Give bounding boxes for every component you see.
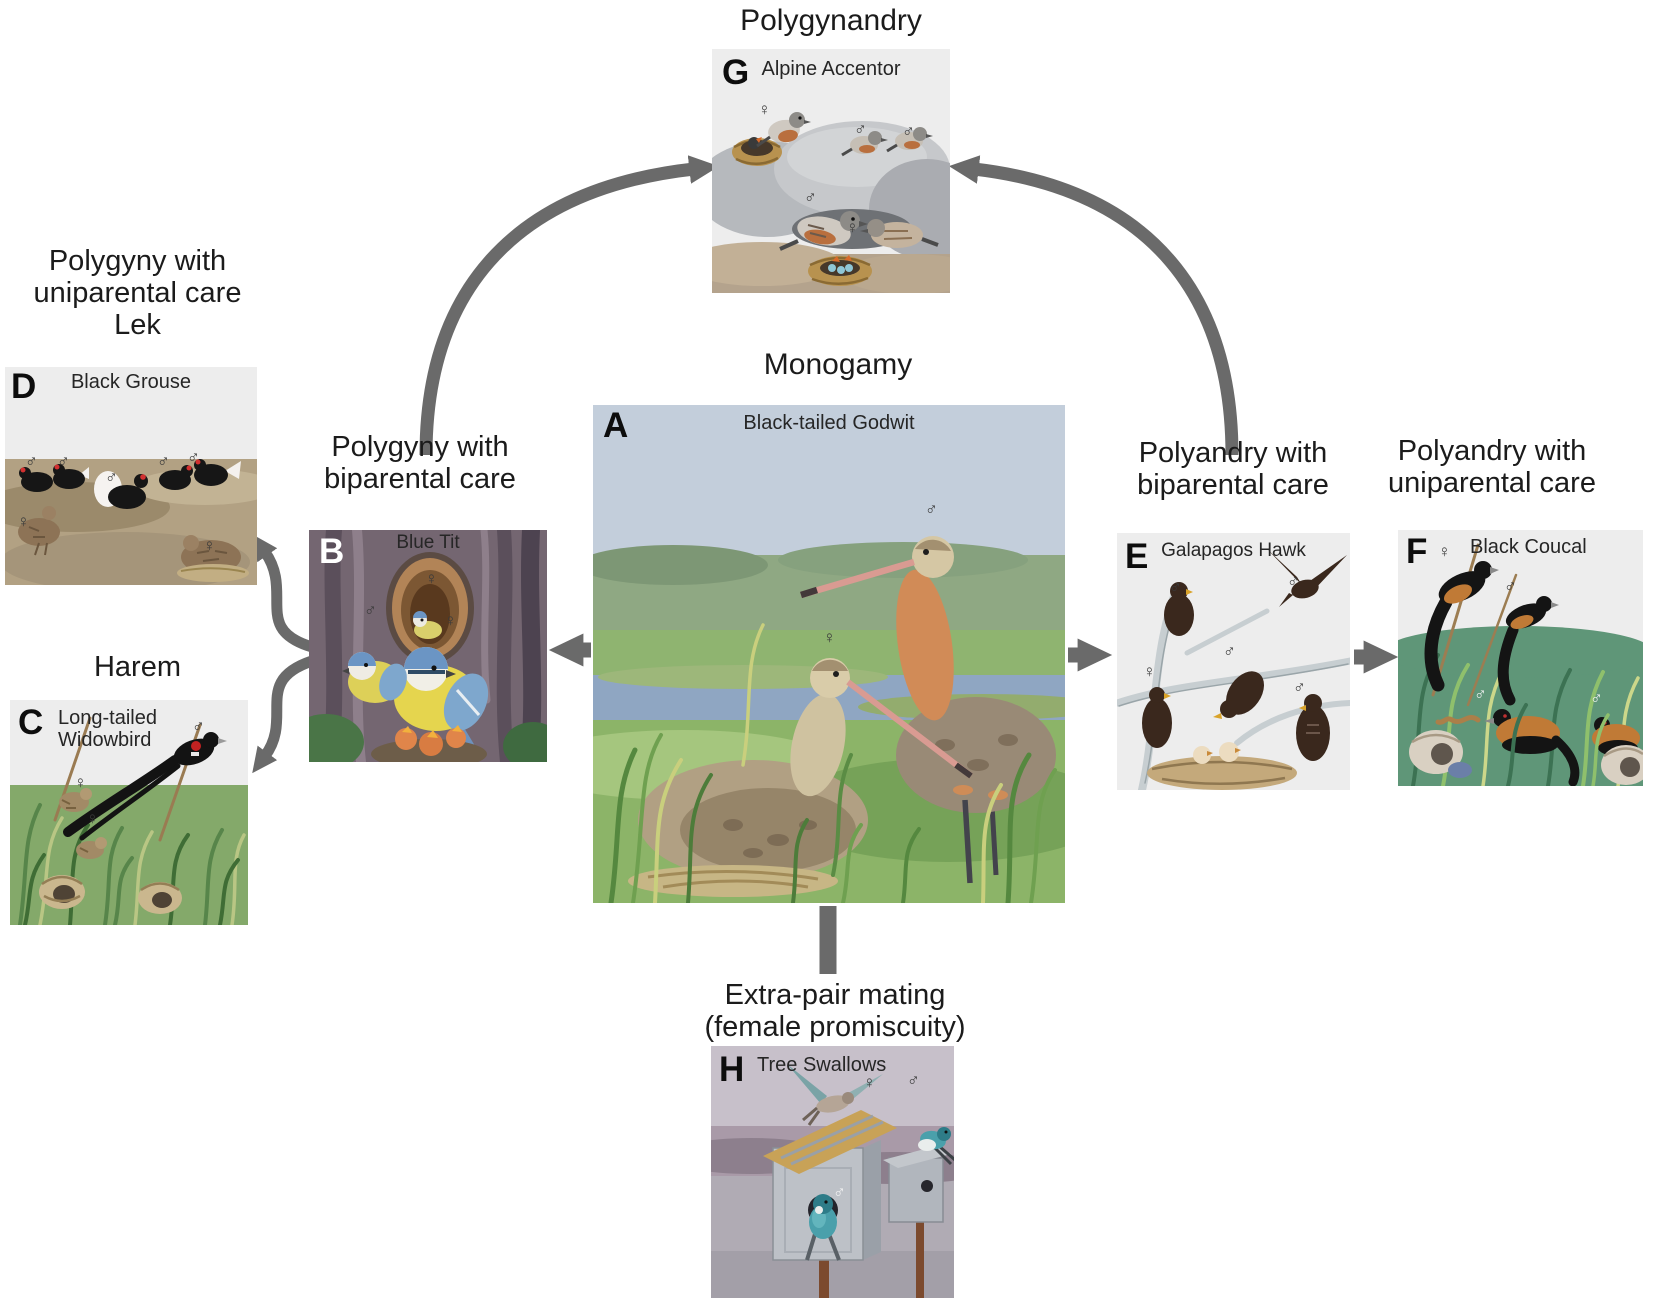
panel-a-monogamy: A Black-tailed Godwit ♂ ♀ (593, 405, 1065, 903)
male-symbol: ♂ (925, 500, 938, 519)
female-symbol: ♀ (17, 512, 30, 531)
male-symbol: ♂ (105, 468, 118, 487)
male-symbol: ♂ (1590, 689, 1603, 708)
panel-g-illustration (712, 49, 950, 293)
panel-d-illustration (5, 367, 257, 585)
species-label-f: Black Coucal (1470, 536, 1587, 558)
panel-letter-h: H (719, 1050, 745, 1089)
panel-letter-c: C (18, 703, 44, 742)
arrow-b-to-d (252, 534, 314, 653)
female-symbol: ♀ (444, 611, 457, 630)
male-symbol: ♂ (1287, 572, 1300, 591)
male-symbol: ♂ (1504, 577, 1517, 596)
female-symbol: ♀ (203, 536, 216, 555)
male-symbol: ♂ (192, 717, 205, 736)
male-symbol: ♂ (157, 452, 170, 471)
female-symbol: ♀ (1438, 542, 1451, 561)
heading-polygynandry: Polygynandry (740, 4, 922, 37)
heading-extra-pair: Extra-pair mating (female promiscuity) (635, 979, 1035, 1044)
female-symbol: ♀ (823, 628, 836, 647)
panel-e-illustration (1117, 533, 1350, 790)
panel-h-extra-pair: H Tree Swallows ♀ ♂ ♂ (711, 1046, 954, 1298)
panel-c-illustration (10, 700, 248, 925)
species-label-b: Blue Tit (396, 532, 460, 553)
male-symbol: ♂ (833, 1183, 846, 1202)
male-symbol: ♂ (187, 448, 200, 467)
arrow-b-to-c (252, 655, 314, 774)
heading-polyandry-biparental: Polyandry with biparental care (1137, 437, 1329, 501)
male-symbol: ♂ (1474, 685, 1487, 704)
heading-polygyny-uniparental: Polygyny with uniparental care (33, 245, 242, 309)
panel-c-harem: C Long-tailed Widowbird ♂ ♀ ♀ (10, 700, 248, 925)
species-label-h: Tree Swallows (757, 1054, 887, 1076)
heading-extra-pair-line2: (female promiscuity) (704, 1010, 966, 1043)
species-label-a: Black-tailed Godwit (743, 412, 915, 434)
heading-polyandry-uniparental: Polyandry with uniparental care (1388, 435, 1596, 499)
species-label-g: Alpine Accentor (761, 58, 901, 80)
panel-letter-g: G (722, 53, 750, 92)
panel-e-polyandry-biparental: E Galapagos Hawk ♂ ♂ ♂ ♀ ♂ (1117, 533, 1350, 790)
heading-harem: Harem (93, 651, 181, 683)
male-symbol: ♂ (804, 188, 817, 207)
panel-b-polygyny-biparental: B Blue Tit ♀ ♂ ♀ (309, 530, 547, 762)
species-label-c: Long-tailed Widowbird (58, 707, 157, 751)
heading-polygyny-biparental: Polygyny with biparental care (324, 431, 516, 495)
male-symbol: ♂ (57, 452, 70, 471)
female-symbol: ♀ (86, 809, 99, 828)
male-symbol: ♂ (1223, 642, 1236, 661)
panel-g-polygynandry: G Alpine Accentor ♀ ♂ ♂ ♂ ♀ (712, 49, 950, 293)
male-symbol: ♂ (854, 120, 867, 139)
panel-a-illustration (593, 405, 1065, 903)
male-symbol: ♂ (1293, 678, 1306, 697)
female-symbol: ♀ (846, 218, 859, 237)
male-symbol: ♂ (25, 452, 38, 471)
female-symbol: ♀ (758, 100, 771, 119)
female-symbol: ♀ (425, 569, 438, 588)
male-symbol: ♂ (364, 601, 377, 620)
species-label-e: Galapagos Hawk (1161, 540, 1306, 561)
male-symbol: ♂ (907, 1071, 920, 1090)
panel-h-illustration (711, 1046, 954, 1298)
heading-extra-pair-line1: Extra-pair mating (724, 979, 946, 1011)
male-symbol: ♂ (1169, 578, 1182, 597)
female-symbol: ♀ (1143, 662, 1156, 681)
female-symbol: ♀ (863, 1073, 876, 1092)
panel-f-illustration (1398, 530, 1643, 786)
male-symbol: ♂ (902, 122, 915, 141)
panel-f-polyandry-uniparental: F ♀ Black Coucal ♂ ♂ ♂ (1398, 530, 1643, 786)
panel-letter-d: D (11, 367, 37, 406)
panel-letter-e: E (1125, 537, 1149, 576)
panel-letter-a: A (603, 406, 629, 445)
panel-letter-f: F (1406, 532, 1428, 571)
heading-lek: Lek (114, 309, 161, 341)
female-symbol: ♀ (74, 773, 87, 792)
heading-monogamy: Monogamy (763, 348, 913, 381)
panel-b-illustration (309, 530, 547, 762)
panel-d-lek: D Black Grouse ♂ ♂ ♂ ♂ ♂ ♀ ♀ (5, 367, 257, 585)
species-label-d: Black Grouse (70, 371, 192, 393)
panel-letter-b: B (319, 532, 345, 571)
